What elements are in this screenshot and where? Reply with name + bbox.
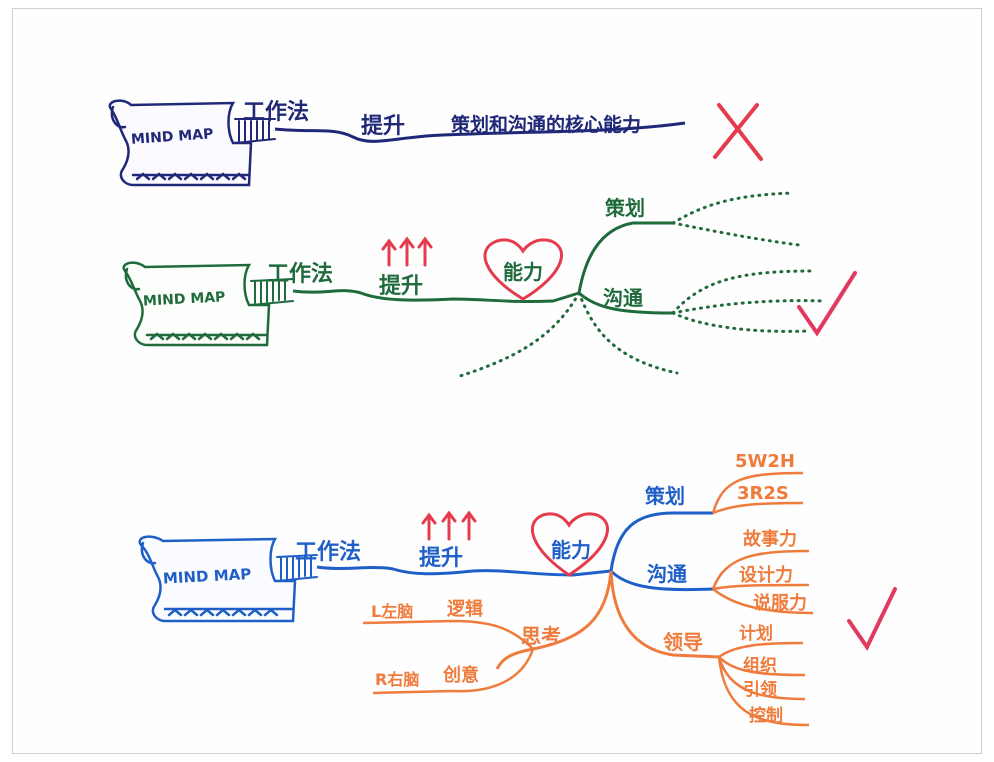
branch-3-lead-line (609, 570, 720, 659)
diagram-3: MIND MAP 工作法 提升 能力 策划 5W2H 3R2S 沟通 故事力 设… (138, 451, 897, 727)
banner-1-label: MIND MAP (131, 126, 214, 148)
node-2-2: 提升 (379, 273, 423, 299)
node-3-1: 工作法 (295, 540, 361, 565)
core-3: 能力 (551, 538, 591, 562)
comm-child-3: 说服力 (753, 592, 807, 614)
banner-2-label: MIND MAP (143, 289, 226, 309)
lead-child-3: 引领 (743, 679, 777, 700)
check-icon-3 (847, 587, 897, 651)
cross-icon (713, 103, 763, 161)
branch-3-lead: 领导 (663, 630, 703, 654)
banner-1 (108, 99, 276, 187)
plan-child-1: 5W2H (735, 451, 795, 472)
think-child-1: 逻辑 (447, 598, 483, 620)
mind-map-drawing: MIND MAP 工作法 提升 策划和沟通的核心能力 MIND MAP 工作法 … (108, 99, 897, 727)
comm-children-lines (711, 549, 814, 615)
branch-2-plan: 策划 (605, 196, 645, 220)
branch-3-comm-line (609, 569, 714, 592)
main-branch-1 (274, 121, 686, 143)
diagram-1: MIND MAP 工作法 提升 策划和沟通的核心能力 (108, 99, 763, 187)
comm-child-1: 故事力 (743, 528, 797, 550)
branch-3-plan: 策划 (645, 484, 685, 508)
core-2: 能力 (503, 260, 543, 284)
main-branch-3 (316, 565, 612, 577)
branch-2-comm-line (578, 291, 674, 315)
plan-child-2: 3R2S (737, 483, 789, 504)
lead-child-4: 控制 (749, 705, 783, 726)
plan-children-lines (711, 471, 804, 515)
think-child-2-prefix: R右脑 (375, 670, 419, 689)
branch-2-comm: 沟通 (603, 286, 643, 310)
heart-icon-3 (531, 512, 609, 577)
heart-icon (483, 238, 563, 301)
banner-3-label: MIND MAP (163, 565, 252, 588)
think-child-2: 创意 (442, 664, 479, 686)
think-children-lines (362, 619, 535, 695)
up-arrows-icon (381, 236, 433, 267)
branch-3-comm: 沟通 (647, 562, 687, 586)
lead-child-2: 组织 (743, 655, 777, 676)
banner-3 (138, 535, 318, 623)
branch-2-plan-line (577, 221, 673, 294)
banner-2 (122, 261, 294, 347)
lead-child-1: 计划 (739, 623, 773, 644)
main-branch-2 (292, 289, 580, 304)
comm-child-2: 设计力 (739, 564, 793, 586)
think-child-1-prefix: L左脑 (371, 602, 413, 621)
node-1-1: 工作法 (243, 100, 309, 125)
dotted-subbranches (455, 191, 827, 379)
lead-children-lines (717, 641, 810, 727)
branch-3-plan-line (609, 511, 713, 572)
branch-3-think-line (495, 570, 613, 670)
node-1-2: 提升 (361, 113, 405, 139)
node-3-2: 提升 (419, 545, 463, 571)
node-2-1: 工作法 (267, 262, 333, 287)
mind-map-sheet: MIND MAP 工作法 提升 策划和沟通的核心能力 MIND MAP 工作法 … (12, 8, 982, 754)
up-arrows-icon-3 (421, 510, 477, 541)
node-1-3: 策划和沟通的核心能力 (451, 113, 641, 136)
check-icon-2 (797, 271, 857, 337)
diagram-2: MIND MAP 工作法 提升 能力 策划 沟通 (122, 191, 857, 379)
